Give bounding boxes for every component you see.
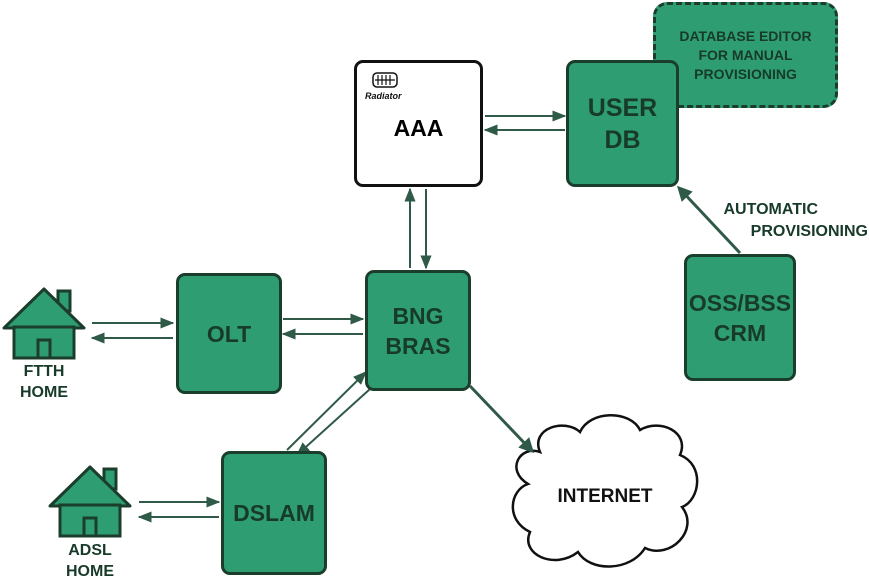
radiator-logo-text: Radiator	[365, 91, 402, 101]
bng-line1: BNG	[392, 302, 444, 329]
ftth-home-line2: HOME	[20, 384, 68, 401]
adsl-home-label: ADSL HOME	[50, 540, 130, 582]
database-editor-line1: DATABASE EDITOR	[679, 28, 812, 44]
arrow-bng-to-dslam	[295, 388, 371, 456]
internet-cloud	[511, 414, 699, 568]
ftth-home-icon	[2, 287, 86, 360]
database-editor-box: DATABASE EDITOR FOR MANUAL PROVISIONING	[653, 2, 838, 108]
bng-bras-box: BNG BRAS	[365, 270, 471, 391]
aaa-label: AAA	[393, 114, 444, 141]
database-editor-line3: PROVISIONING	[694, 66, 797, 82]
adsl-home-line2: HOME	[66, 563, 114, 580]
internet-label: INTERNET	[557, 486, 653, 507]
database-editor-line2: FOR MANUAL	[698, 47, 793, 63]
ftth-home-label: FTTH HOME	[4, 361, 84, 403]
automatic-provisioning-line1: AUTOMATIC	[723, 201, 818, 218]
ftth-home-line1: FTTH	[23, 363, 65, 380]
aaa-server-box: Radiator AAA	[354, 60, 483, 187]
oss-bss-crm-box: OSS/BSS CRM	[684, 254, 796, 381]
automatic-provisioning-label: AUTOMATIC PROVISIONING	[700, 199, 868, 243]
arrow-oss-to-userdb	[676, 185, 742, 255]
arrow-dslam-to-bng	[286, 371, 367, 451]
dslam-label: DSLAM	[233, 500, 315, 526]
oss-bss-line1: OSS/BSS	[688, 289, 792, 316]
bng-line2: BRAS	[385, 332, 451, 359]
dslam-box: DSLAM	[221, 451, 327, 575]
arrow-bng-to-internet	[468, 384, 535, 454]
radiator-logo: Radiator	[365, 71, 405, 107]
olt-box: OLT	[176, 273, 282, 394]
adsl-home-line1: ADSL	[68, 542, 112, 559]
user-db-box: USER DB	[566, 60, 679, 187]
olt-label: OLT	[206, 320, 252, 347]
oss-bss-line2: CRM	[713, 319, 767, 346]
automatic-provisioning-line2: PROVISIONING	[750, 223, 868, 240]
adsl-home-icon	[48, 465, 132, 538]
user-db-line2: DB	[604, 125, 641, 154]
radiator-icon	[372, 72, 398, 88]
user-db-line1: USER	[587, 93, 658, 122]
